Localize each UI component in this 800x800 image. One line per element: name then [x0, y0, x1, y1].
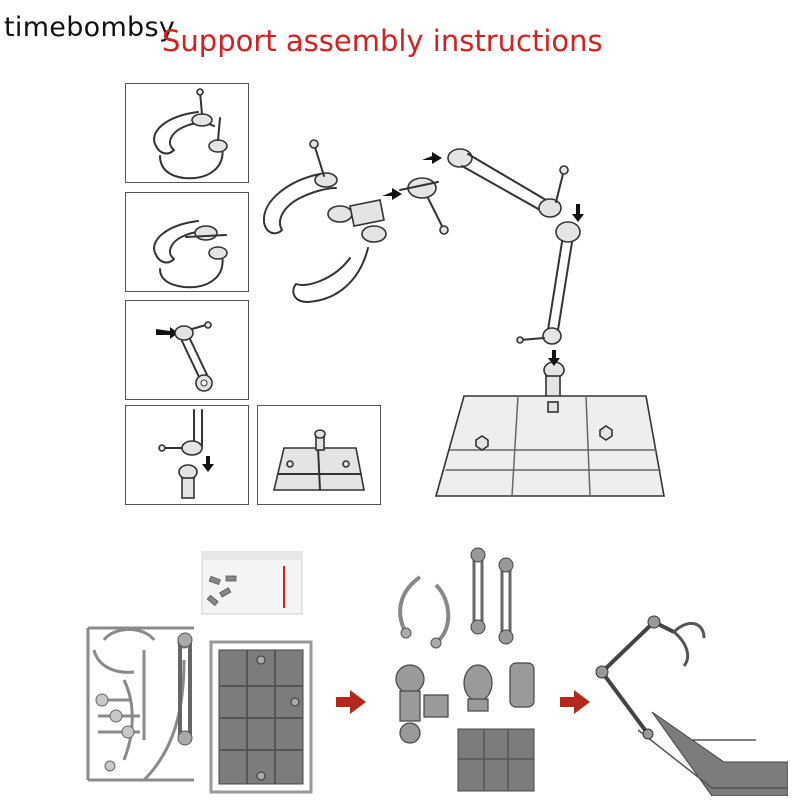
- step-panel-2: [125, 192, 249, 292]
- page-title: Support assembly instructions: [162, 24, 603, 58]
- arm-joint-step-icon: [156, 321, 213, 392]
- step-panel-1: [125, 83, 249, 183]
- next-step-arrow-icon: [336, 690, 366, 714]
- exploded-stand-assembly-icon: [262, 139, 665, 497]
- base-plate-step-icon: [272, 429, 365, 491]
- step-panel-5: [257, 405, 381, 505]
- assembled-stand-icon: [595, 615, 788, 796]
- base-pin-step-icon: [158, 409, 214, 499]
- base-plate-sprue-icon: [209, 640, 313, 794]
- next-step-arrow-icon: [560, 690, 590, 714]
- loose-parts-icon: [395, 547, 535, 792]
- step-panel-4: [125, 405, 249, 505]
- parts-sprue-icon: [86, 626, 194, 782]
- step-panel-3: [125, 300, 249, 400]
- screw-bag-icon: [201, 551, 303, 615]
- claw-clip-step-2-icon: [153, 220, 228, 289]
- claw-clip-step-1-icon: [153, 88, 228, 180]
- watermark: timebombsy: [4, 12, 176, 43]
